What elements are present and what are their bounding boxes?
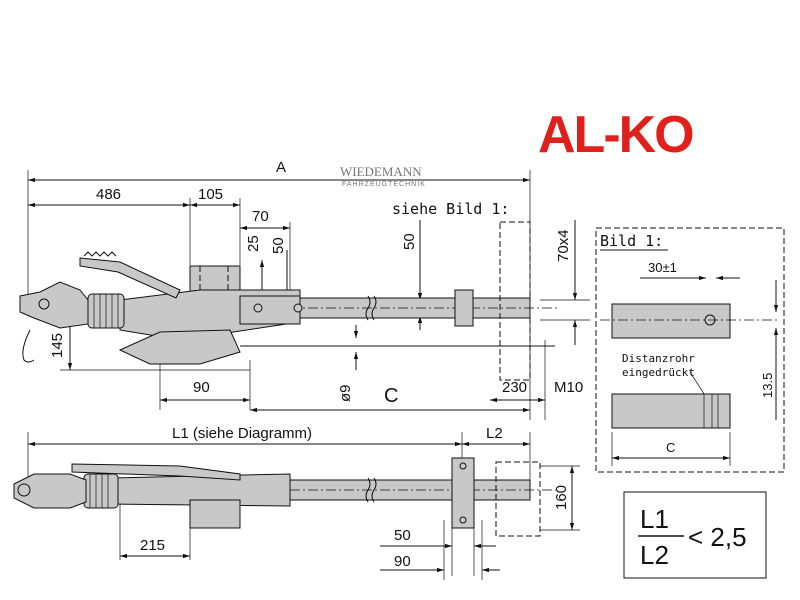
ratio-formula: L1 L2 < 2,5	[623, 491, 767, 579]
overrun-bellows	[87, 293, 125, 329]
dim-90-label: 90	[193, 379, 210, 396]
detail-frame	[595, 227, 785, 473]
damper	[118, 329, 241, 365]
bottom-u-bolt-plate	[451, 457, 475, 529]
see-detail-note: siehe Bild 1:	[392, 200, 509, 218]
coupling-head	[19, 281, 89, 329]
formula-frame	[623, 491, 767, 579]
bottom-brake-lever	[71, 463, 241, 481]
detail-label-2: eingedrückt	[622, 366, 695, 379]
dim-160-label: 160	[553, 485, 570, 510]
detail-title: Bild 1:	[600, 232, 663, 250]
formula-numerator: L1	[640, 504, 669, 534]
dim-a-label: A	[276, 159, 286, 176]
top-view-drawbar	[19, 221, 560, 381]
dim-25-label: 25	[245, 235, 262, 252]
dim-l1-label: L1 (siehe Diagramm)	[172, 425, 312, 442]
dim-105-label: 105	[198, 186, 223, 203]
bottom-view-drawbar	[13, 457, 560, 537]
bottom-bellows	[83, 473, 119, 509]
dim-215-label: 215	[140, 537, 165, 554]
bottom-coupling-head	[13, 473, 87, 509]
alko-logo: AL-KO	[538, 106, 693, 164]
dim-486-label: 486	[96, 186, 121, 203]
dim-phi9-label: ø9	[337, 384, 354, 402]
detail-dim-13-5: 13.5	[760, 373, 775, 398]
formula-denominator: L2	[640, 540, 669, 570]
detail-label-1: Distanzrohr	[622, 352, 695, 365]
dim-50-label-b: 50	[401, 233, 418, 250]
dim-50-label-a: 50	[270, 237, 287, 254]
detail-dim-30: 30±1	[648, 260, 677, 275]
bottom-view-dimensions	[27, 432, 580, 580]
dim-50-bottom-label: 50	[394, 527, 411, 544]
formula-relation: < 2,5	[688, 522, 747, 552]
dim-90-bottom-label: 90	[394, 553, 411, 570]
dim-l2-label: L2	[486, 425, 503, 442]
watermark-name: WIEDEMANN	[340, 164, 422, 179]
dim-70x4-label: 70x4	[555, 229, 572, 262]
bottom-view-dimension-labels: L1 (siehe Diagramm) L2 160 215 50 90	[140, 425, 570, 570]
dim-70-label: 70	[252, 208, 269, 225]
u-bolt	[454, 289, 474, 327]
hand-brake-lever	[79, 257, 181, 299]
dim-c-label: C	[384, 385, 398, 407]
detail-dim-c: C	[666, 440, 675, 455]
detail-tube-bottom	[611, 393, 731, 429]
breakaway-cable	[22, 329, 35, 363]
detail-box: Bild 1: 30±1 13.5 Distanzrohr eingedrück…	[595, 227, 785, 473]
dim-230-label: 230	[502, 379, 527, 396]
watermark-sub: FAHRZEUGTECHNIK	[342, 181, 426, 188]
top-view-dimension-labels: A 486 105 70 25 50 50 145 90 ø9 C 230 M1…	[49, 159, 583, 407]
bottom-bracket	[189, 499, 241, 529]
dim-145-label: 145	[49, 333, 66, 358]
dim-m10-label: M10	[554, 379, 583, 396]
